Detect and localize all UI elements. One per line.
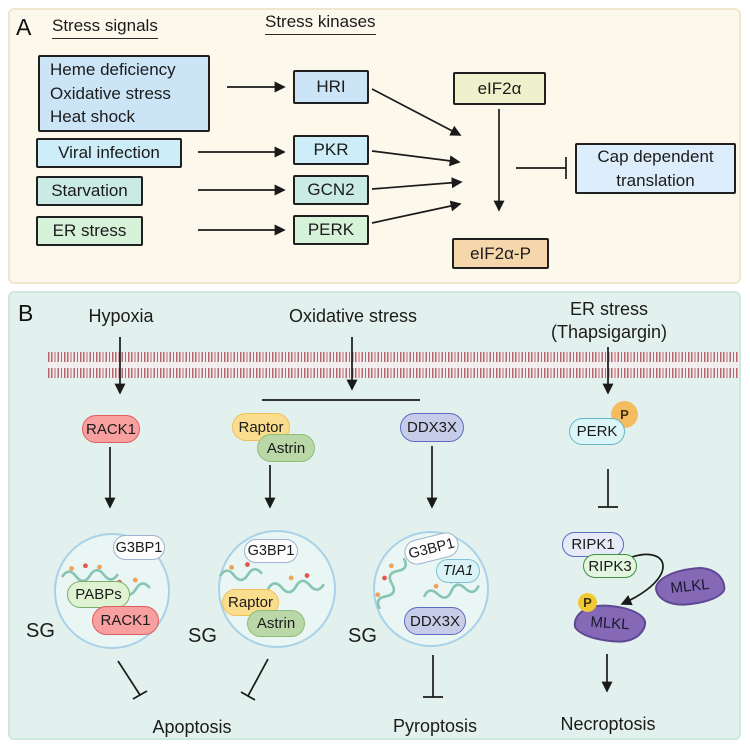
signal-box-er-stress: ER stress [36, 216, 143, 246]
signal-box-starvation: Starvation [36, 176, 143, 206]
cap-translation-box: Cap dependent translation [575, 143, 736, 194]
g3bp1-pill-sg1: G3BP1 [113, 535, 165, 560]
inhibit-sg1-apoptosis-bar [132, 690, 148, 700]
stimulus-oxidative-stress: Oxidative stress [288, 306, 418, 326]
eif2a-box: eIF2α [453, 72, 546, 105]
arrow-pkr-to-eif2a [371, 150, 461, 167]
stimulus-er-stress: ER stress (Thapsigargin) [528, 298, 690, 345]
signal-heme-line2: Oxidative stress [50, 83, 171, 103]
ripk3-pill: RIPK3 [583, 554, 637, 578]
inhibit-sg2-apoptosis-line [247, 658, 269, 697]
panel-b-letter: B [18, 300, 34, 326]
membrane-inner-leaflet [48, 368, 739, 378]
kinase-box-gcn2: GCN2 [293, 175, 369, 205]
ddx3x-pill-sg3: DDX3X [404, 607, 466, 635]
g3bp1-pill-sg2: G3BP1 [244, 539, 298, 563]
pabps-pill: PABPs [67, 581, 130, 608]
astrin-pill-sg2: Astrin [247, 610, 305, 637]
signal-heme-line3: Heat shock [50, 107, 136, 127]
cap-translation-line1: Cap dependent [597, 146, 714, 166]
perk-pill: PERK [569, 418, 625, 445]
mlkl-phospho-badge: P [578, 593, 597, 612]
inhibit-sg2-apoptosis-bar [240, 691, 256, 701]
eif2a-p-box: eIF2α-P [452, 238, 549, 269]
membrane-outer-leaflet [48, 352, 739, 362]
mlkl-blob: MLKL [653, 564, 727, 609]
signal-box-viral: Viral infection [36, 138, 182, 168]
heading-stress-signals: Stress signals [52, 16, 158, 39]
arrow-gcn2-to-eif2a [371, 177, 463, 190]
rack1-pill-sg1: RACK1 [92, 606, 159, 635]
heading-stress-kinases: Stress kinases [265, 12, 376, 35]
plasma-membrane [48, 352, 739, 378]
stimulus-er-line2: (Thapsigargin) [550, 322, 668, 343]
ripk1-pill: RIPK1 [562, 532, 624, 557]
arrow-perk-to-eif2a [371, 200, 462, 224]
panel-a: A Stress signals Stress kinases Heme def… [8, 8, 741, 284]
arrow-hri-to-eif2a [371, 88, 462, 136]
kinase-box-hri: HRI [293, 70, 369, 104]
kinase-box-pkr: PKR [293, 135, 369, 165]
cap-translation-line2: translation [616, 170, 695, 190]
sg-label-2: SG [188, 625, 217, 647]
outcome-necroptosis: Necroptosis [560, 714, 656, 734]
panel-a-letter: A [16, 14, 32, 40]
outcome-pyroptosis: Pyroptosis [392, 716, 478, 736]
sg-label-1: SG [26, 620, 55, 642]
panel-b: B Hypoxia Oxidative stress ER stress (Th… [8, 291, 741, 740]
stimulus-hypoxia: Hypoxia [88, 306, 154, 326]
ddx3x-pill: DDX3X [400, 413, 464, 442]
stimulus-er-line1: ER stress [569, 299, 648, 319]
inhibit-sg1-apoptosis-line [117, 660, 141, 696]
signal-box-heme: Heme deficiency Oxidative stress Heat sh… [38, 55, 210, 132]
signal-heme-line1: Heme deficiency [50, 59, 176, 79]
rack1-pill: RACK1 [82, 415, 140, 443]
tia1-pill: TIA1 [436, 559, 480, 583]
astrin-pill: Astrin [257, 434, 315, 462]
kinase-box-perk: PERK [293, 215, 369, 245]
sg-label-3: SG [348, 625, 377, 647]
outcome-apoptosis: Apoptosis [152, 717, 232, 737]
